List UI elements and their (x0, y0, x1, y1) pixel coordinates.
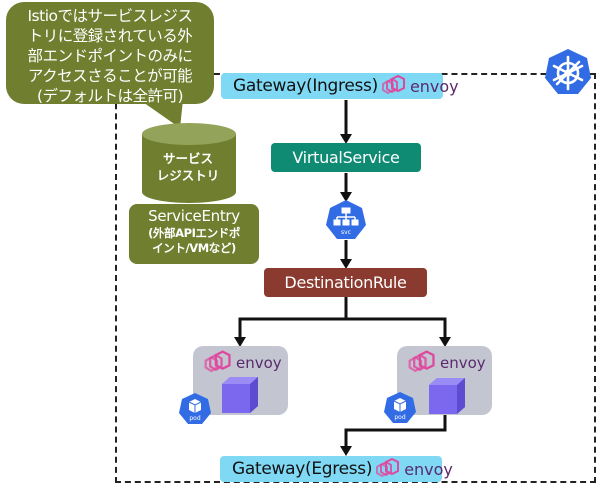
pod-badge-text: pod (394, 414, 405, 421)
service-entry-title: ServiceEntry (148, 207, 240, 225)
envoy-text: envoy (409, 76, 459, 96)
virtual-service-box: VirtualService (271, 143, 421, 172)
callout-tail (140, 100, 183, 128)
arrowhead (340, 259, 352, 269)
registry-line: サービス (162, 151, 213, 166)
service-entry-sub: イント/VMなど) (152, 241, 236, 255)
arrowhead (340, 134, 352, 144)
svc-badge-text: svc (341, 229, 351, 236)
envoy-icon (204, 350, 231, 373)
service-entry-sub: (外部APIエンドポ (148, 226, 240, 240)
arrowhead (340, 192, 352, 202)
container-cube-icon (222, 377, 258, 413)
service-entry-box: ServiceEntry (外部APIエンドポ イント/VMなど) (129, 204, 259, 264)
envoy-logo: envoy (378, 75, 469, 97)
ingress-gateway-label: Gateway(Ingress) (233, 76, 378, 96)
registry-line: レジストリ (156, 168, 220, 183)
kubernetes-pod-icon: pod (384, 392, 416, 423)
arrowhead (439, 337, 451, 347)
pod-badge-text: pod (189, 415, 200, 422)
arrow-destinationrule-to-pod2 (346, 317, 447, 341)
callout-line: トリに登録されている外 (27, 27, 193, 45)
envoy-text: envoy (404, 459, 453, 479)
kubernetes-pod-icon: pod (179, 393, 211, 424)
callout-line: Istioではサービスレジス (27, 7, 193, 25)
egress-gateway-label: Gateway(Egress) (232, 459, 373, 479)
destination-rule-label: DestinationRule (284, 273, 407, 292)
callout-line: (デフォルトは全許可) (36, 87, 184, 105)
container-cube-icon (429, 378, 465, 414)
callout-line: 部エンドポイントのみに (27, 47, 193, 65)
envoy-logo: envoy (372, 458, 463, 480)
callout-line: アクセスさることが可能 (27, 67, 193, 85)
egress-gateway: Gateway(Egress) envoy (220, 456, 453, 482)
envoy-icon (408, 350, 435, 373)
ingress-gateway: Gateway(Ingress) envoy (221, 73, 459, 99)
envoy-icon (376, 458, 400, 478)
service-registry-label: サービス レジストリ (140, 150, 236, 184)
envoy-text: envoy (440, 354, 486, 372)
virtual-service-label: VirtualService (292, 148, 400, 167)
pod-1-envoy: envoy (200, 350, 282, 376)
arrow-pod2-to-egress (344, 413, 447, 448)
arrowhead (234, 337, 246, 347)
destination-rule-box: DestinationRule (264, 268, 427, 297)
arrowhead (340, 446, 352, 456)
pod-2-envoy: envoy (404, 350, 486, 376)
envoy-text: envoy (236, 354, 282, 372)
kubernetes-logo-icon (545, 49, 591, 94)
service-registry-cylinder-icon (142, 123, 236, 203)
kubernetes-svc-icon: svc (326, 200, 366, 239)
callout-bubble: Istioではサービスレジス トリに登録されている外 部エンドポイントのみに ア… (6, 2, 214, 105)
arrow-destinationrule-to-pods (238, 296, 348, 341)
envoy-icon (381, 75, 405, 95)
